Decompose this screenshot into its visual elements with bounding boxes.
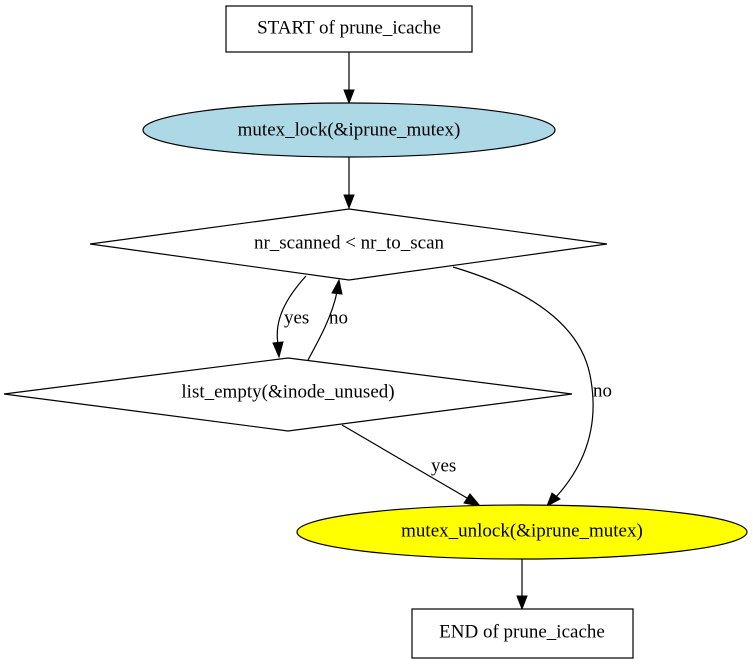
node-unlock: mutex_unlock(&iprune_mutex) — [296, 504, 748, 560]
edge-start-to-lock-arrow — [343, 89, 355, 105]
edge-loop-to-empty-arrow — [272, 341, 284, 359]
loop-check-label: nr_scanned < nr_to_scan — [254, 233, 445, 254]
edge-loop-to-empty: yes — [272, 275, 309, 359]
node-end: END of prune_icache — [411, 608, 634, 659]
empty-check-label: list_empty(&inode_unused) — [181, 382, 394, 403]
edge-empty-to-unlock-line — [341, 424, 468, 499]
start-box — [225, 5, 473, 53]
edge-empty-to-loop-arrow — [331, 278, 343, 295]
empty-check-diamond — [3, 357, 573, 432]
edge-empty-to-loop-line — [307, 291, 338, 361]
edge-unlock-to-end — [516, 559, 528, 611]
edge-empty-to-loop-label: no — [329, 308, 348, 329]
edge-loop-to-unlock-label: no — [593, 381, 612, 402]
node-start: START of prune_icache — [225, 5, 473, 53]
end-box — [411, 608, 634, 659]
start-label: START of prune_icache — [257, 18, 441, 39]
end-label: END of prune_icache — [439, 622, 605, 643]
edge-start-to-lock — [343, 52, 355, 105]
loop-check-diamond — [89, 208, 608, 281]
node-empty-check: list_empty(&inode_unused) — [3, 357, 573, 432]
node-loop-check: nr_scanned < nr_to_scan — [89, 208, 608, 281]
unlock-label: mutex_unlock(&iprune_mutex) — [401, 521, 643, 542]
edge-empty-to-unlock-arrow — [463, 493, 482, 507]
edge-empty-to-unlock-label: yes — [431, 456, 456, 477]
edge-loop-to-empty-label: yes — [284, 308, 309, 329]
edge-unlock-to-end-arrow — [516, 595, 528, 611]
edge-loop-to-unlock-arrow — [546, 492, 561, 508]
edge-lock-to-loop-arrow — [343, 194, 355, 210]
edge-loop-to-empty-line — [276, 275, 307, 345]
edge-lock-to-loop — [343, 157, 355, 210]
edge-loop-to-unlock-line — [452, 266, 594, 498]
edge-empty-to-unlock: yes — [341, 424, 482, 507]
lock-label: mutex_lock(&iprune_mutex) — [238, 120, 461, 141]
node-lock: mutex_lock(&iprune_mutex) — [142, 102, 556, 158]
edge-loop-to-unlock: no — [452, 266, 612, 508]
edge-empty-to-loop: no — [307, 278, 348, 361]
